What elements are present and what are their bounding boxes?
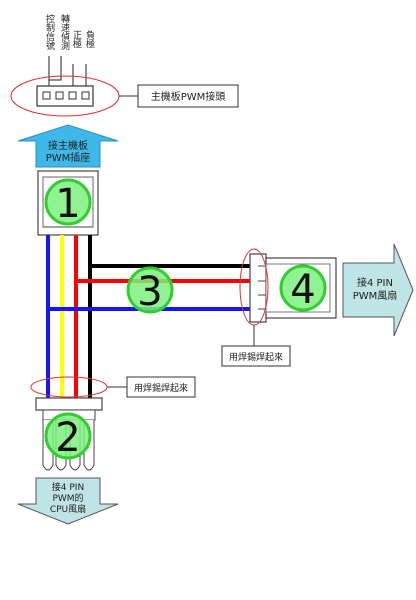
bottom-arrow-line2: PWM的: [52, 492, 83, 504]
bottom-arrow-line1: 接4 PIN: [52, 481, 84, 493]
vertical-wires: [46, 235, 92, 398]
bottom-solder-callout-box: [126, 376, 196, 398]
pwm-header-connector: [36, 85, 94, 107]
marker-2: 2: [44, 412, 92, 461]
right-arrow-line2: PWM風扇: [353, 289, 398, 302]
pin-label-positive: 正極: [71, 30, 82, 49]
pin-label-control: 控制信號: [44, 13, 55, 51]
bottom-arrow-line3: CPU風扇: [50, 503, 86, 515]
marker-3: 3: [126, 266, 174, 315]
marker-2-label: 2: [55, 415, 80, 461]
pin-label-negative: 負極: [84, 29, 95, 49]
bottom-arrow: 接4 PIN PWM的 CPU風扇: [17, 477, 119, 525]
marker-1: 1: [44, 178, 92, 227]
pin-label-speed: 轉速偵測: [59, 13, 70, 51]
right-solder-callout-box: [221, 345, 291, 367]
top-arrow: 接主機板 PWM插座: [17, 124, 119, 168]
marker-4: 4: [279, 264, 327, 313]
pwm-header-callout-text: 主機板PWM接頭: [151, 90, 226, 103]
bottom-solder-callout-text: 用焊錫焊起來: [134, 382, 188, 394]
right-solder-callout-text: 用焊錫焊起來: [229, 351, 283, 363]
right-arrow-line1: 接4 PIN: [357, 276, 393, 289]
bottom-solder-ellipse: [30, 376, 108, 398]
marker-4-label: 4: [290, 267, 315, 313]
marker-3-label: 3: [137, 269, 162, 315]
top-arrow-line2: PWM插座: [46, 151, 91, 164]
leader-speed: [49, 56, 62, 81]
marker-1-label: 1: [55, 181, 80, 227]
top-arrow-line1: 接主機板: [48, 139, 88, 152]
pin-labels: 控制信號 轉速偵測 正極 負極: [44, 13, 95, 51]
right-arrow: 接4 PIN PWM風扇: [342, 243, 414, 337]
pwm-header-callout-box: [137, 84, 239, 108]
